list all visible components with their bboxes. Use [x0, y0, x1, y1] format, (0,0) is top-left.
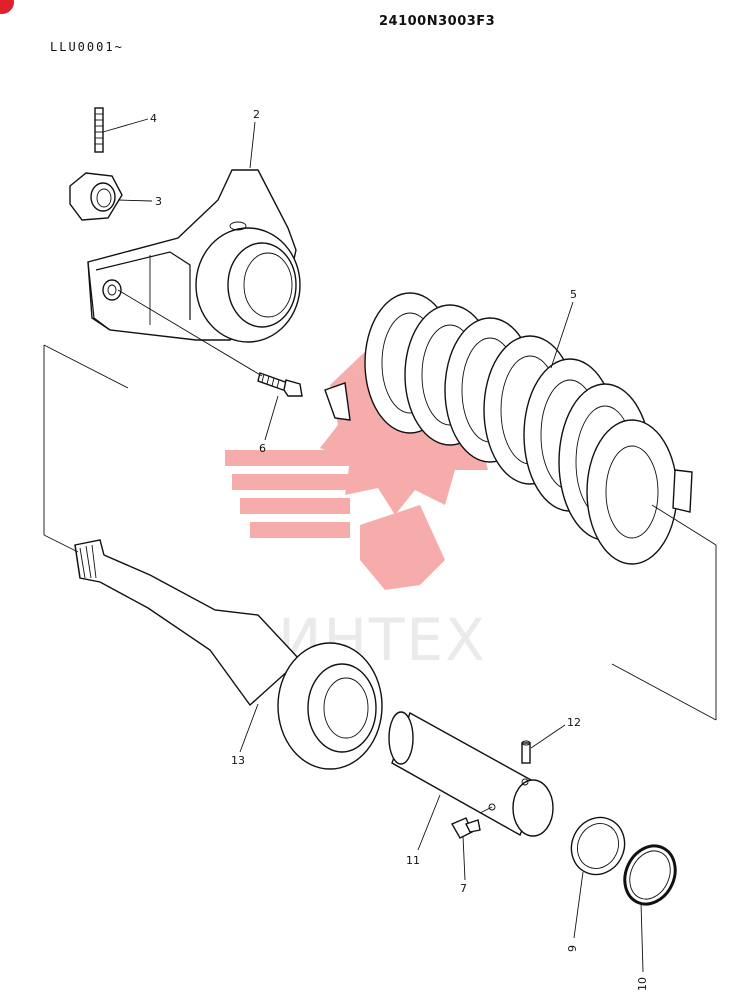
callout-labels: 4 2 3 5 6 13 12 11 7 9 10	[150, 108, 649, 991]
part-11-cylinder	[388, 711, 554, 837]
serial-range: LLU0001~	[50, 40, 124, 54]
part-7-grease-fitting	[451, 817, 481, 839]
leader-lines	[102, 118, 644, 973]
part-10-snap-ring	[623, 844, 677, 906]
part-9-ring	[570, 816, 626, 876]
part-6-bolt	[257, 372, 303, 397]
part-12-pin	[521, 740, 531, 764]
callout-11: 11	[406, 854, 420, 867]
callout-13: 13	[231, 754, 245, 767]
callout-3: 3	[155, 195, 162, 208]
part-5-spring	[324, 292, 693, 565]
assembly-lines	[43, 289, 717, 814]
callout-2: 2	[253, 108, 260, 121]
callout-6: 6	[259, 442, 266, 455]
callout-10: 10	[636, 977, 649, 991]
part-13-shaft	[74, 539, 383, 770]
part-2-yoke	[87, 169, 301, 343]
part-3-nut	[69, 172, 123, 221]
callout-9: 9	[566, 945, 579, 952]
callout-4: 4	[150, 112, 157, 125]
callout-7: 7	[460, 882, 467, 895]
callout-5: 5	[570, 288, 577, 301]
callout-12: 12	[567, 716, 581, 729]
part-4-stud	[94, 107, 104, 153]
part-number: 24100N3003F3	[379, 14, 496, 29]
